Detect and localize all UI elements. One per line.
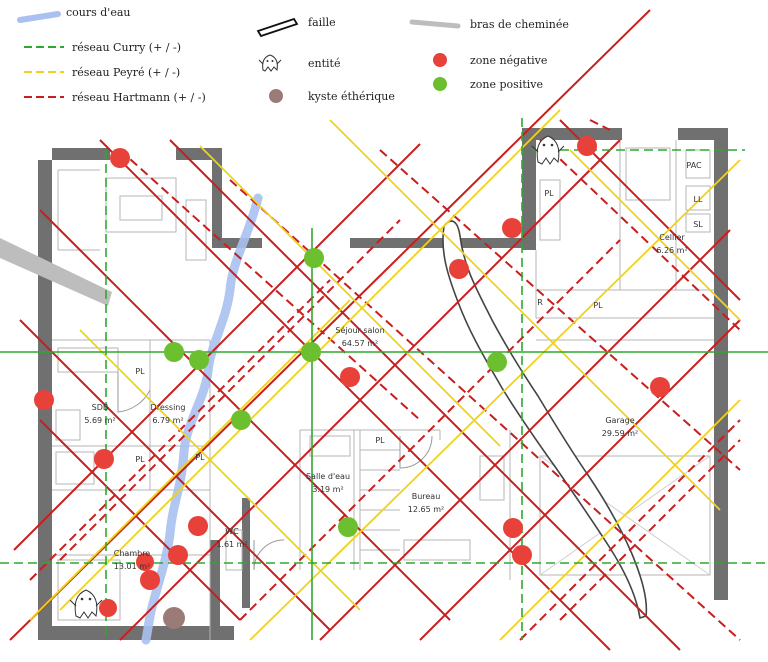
- tag-pl: PL: [195, 453, 205, 462]
- tag-r: R: [537, 298, 543, 307]
- room-dressing-area: 6.79 m²: [152, 416, 183, 425]
- room-sdb-area: 5.69 m²: [84, 416, 115, 425]
- room-dressing-name: Dressing: [151, 403, 186, 412]
- entity-icon: [531, 135, 565, 165]
- tag-pl: PL: [135, 455, 145, 464]
- legend-negative-symbol: [433, 53, 447, 67]
- legend-chimney-symbol: [409, 19, 461, 29]
- room-garage-area: 29.59 m²: [602, 429, 638, 438]
- room-wc-name: WC: [225, 527, 239, 536]
- room-salle-eau-area: 3.19 m²: [312, 485, 343, 494]
- chimney-arm: [0, 238, 112, 306]
- room-cellier-name: Cellier: [659, 233, 685, 242]
- negative-zones: [34, 136, 670, 617]
- legend-cyst-symbol: [269, 89, 283, 103]
- tag-pac: PAC: [686, 161, 702, 170]
- entity-icon: [69, 589, 103, 619]
- legend-entity-label: entité: [308, 57, 340, 70]
- room-labels: Séjour salon 64.57 m² SDB 5.69 m² Dressi…: [84, 233, 687, 571]
- room-wc-area: 1.61 m²: [216, 540, 247, 549]
- tag-pl: PL: [593, 301, 603, 310]
- legend-chimney-label: bras de cheminée: [470, 18, 569, 31]
- legend: cours d'eau réseau Curry (+ / -) réseau …: [17, 6, 569, 104]
- tag-ll: LL: [694, 195, 703, 204]
- room-bureau-area: 12.65 m²: [408, 505, 444, 514]
- room-cellier-area: 6.26 m²: [656, 246, 687, 255]
- tag-sl: SL: [693, 220, 703, 229]
- room-sdb-name: SDB: [92, 403, 109, 412]
- legend-peyre-label: réseau Peyré (+ / -): [72, 66, 180, 79]
- legend-curry-label: réseau Curry (+ / -): [72, 41, 181, 54]
- legend-entity-icon: [258, 54, 282, 72]
- room-bureau-name: Bureau: [412, 492, 441, 501]
- tag-pl: PL: [135, 367, 145, 376]
- room-chambre-area: 13.01 m²: [114, 562, 150, 571]
- room-chambre-name: Chambre: [114, 549, 151, 558]
- legend-water-symbol: [17, 11, 61, 23]
- legend-fault-label: faille: [308, 16, 336, 29]
- legend-cyst-label: kyste éthérique: [308, 90, 395, 103]
- room-garage-name: Garage: [605, 416, 634, 425]
- legend-positive-label: zone positive: [470, 78, 543, 91]
- legend-positive-symbol: [433, 77, 447, 91]
- legend-negative-label: zone négative: [470, 54, 547, 67]
- room-salle-eau-name: Salle d'eau: [306, 472, 350, 481]
- etheric-cyst: [163, 607, 185, 629]
- equipment-tags: PAC LL SL R PL PL PL PL PL PL: [135, 161, 703, 464]
- legend-hartmann-label: réseau Hartmann (+ / -): [72, 91, 206, 104]
- tag-pl: PL: [375, 436, 385, 445]
- legend-fault-symbol: [256, 17, 299, 38]
- room-sejour-name: Séjour salon: [335, 325, 384, 335]
- positive-zones: [164, 248, 507, 537]
- fault: [442, 220, 648, 620]
- legend-water-label: cours d'eau: [66, 6, 131, 19]
- tag-pl: PL: [544, 189, 554, 198]
- room-sejour-area: 64.57 m²: [342, 339, 378, 348]
